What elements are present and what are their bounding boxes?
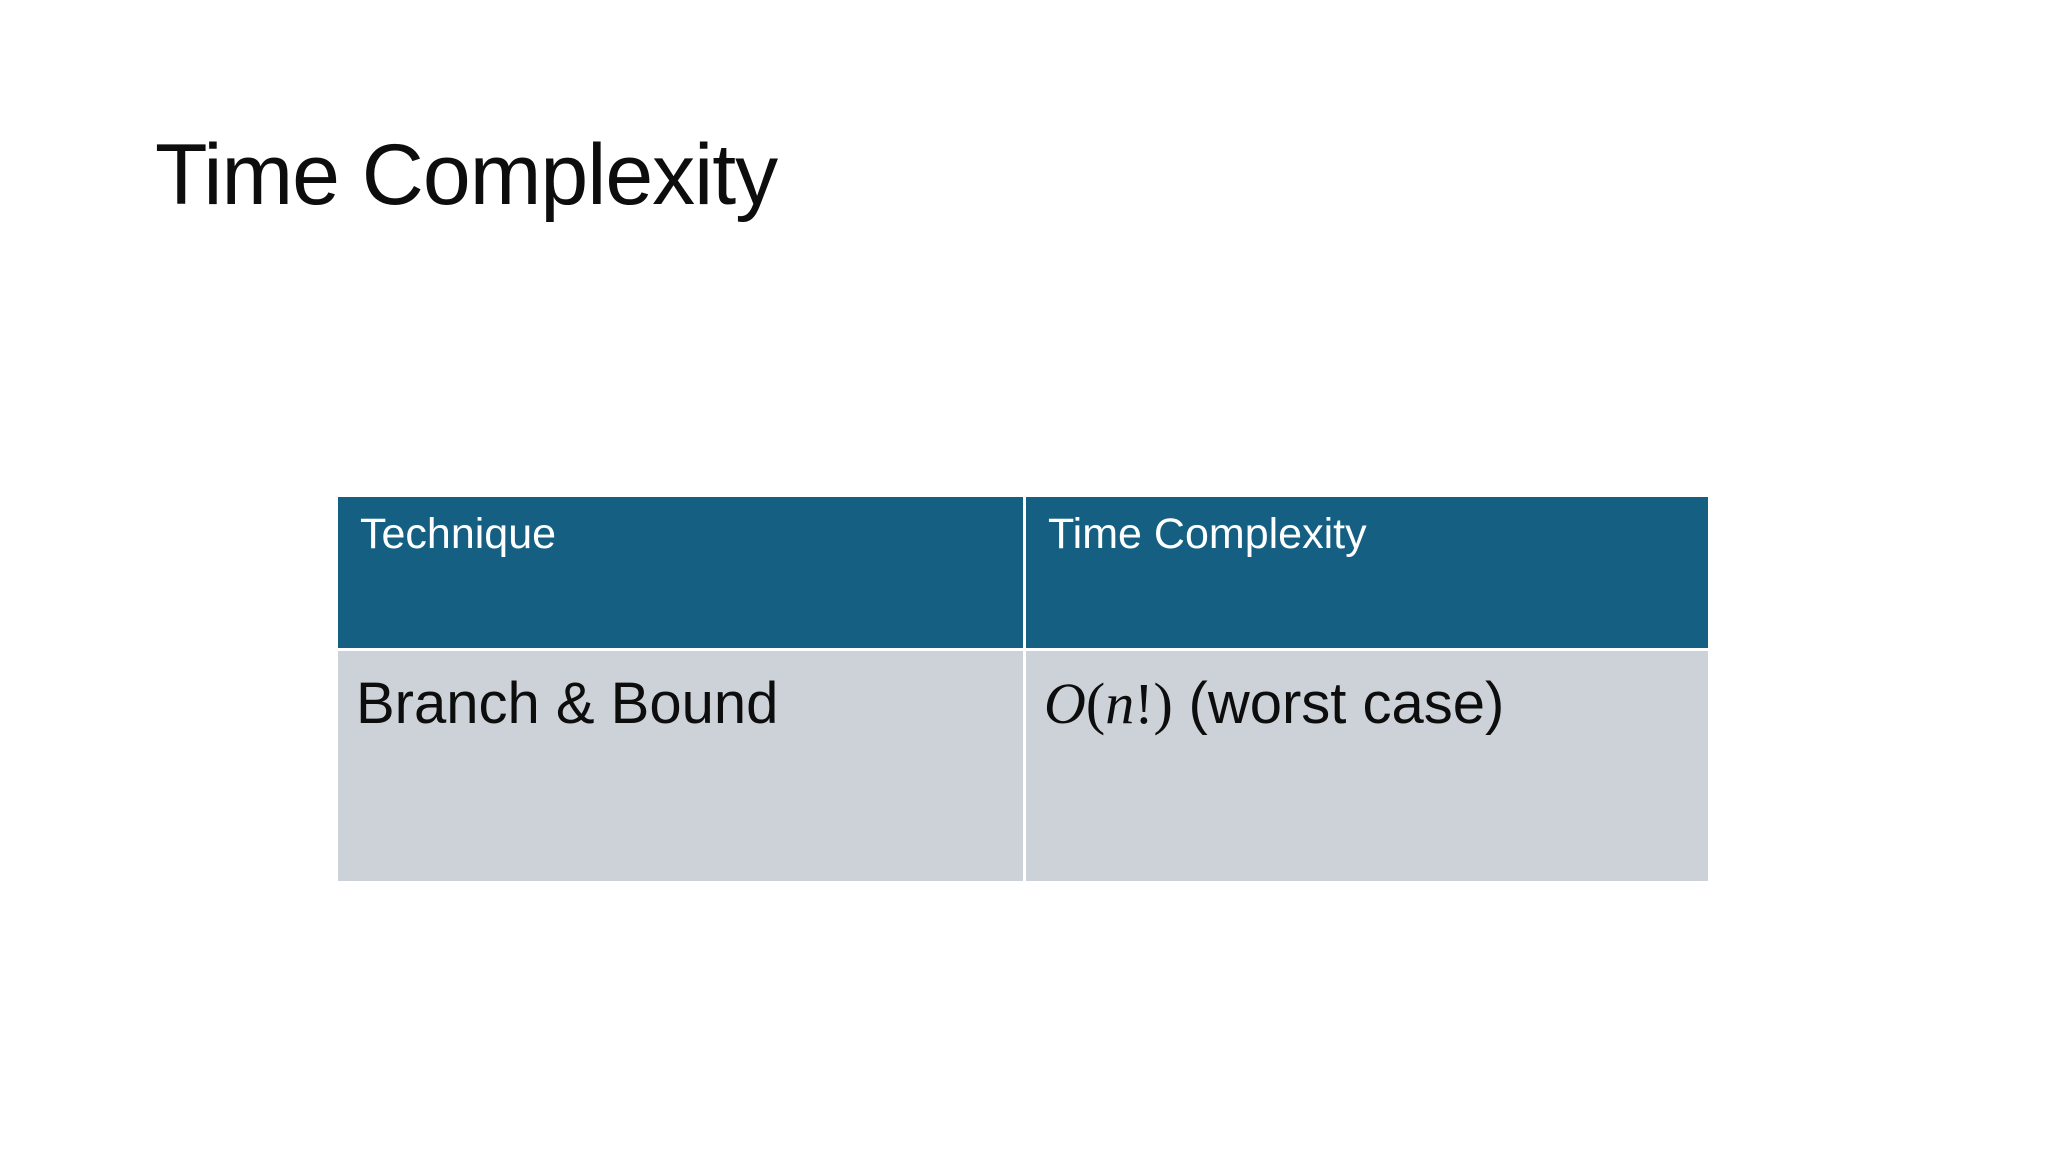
- table-header-time-complexity: Time Complexity: [1026, 497, 1708, 648]
- table-header-technique: Technique: [338, 497, 1023, 648]
- complexity-table: Technique Time Complexity Branch & Bound…: [338, 497, 1708, 881]
- n-variable: n: [1105, 671, 1135, 736]
- slide-title: Time Complexity: [155, 127, 778, 223]
- table-cell-complexity: O(n!)(worst case): [1026, 651, 1708, 881]
- open-paren: (: [1085, 671, 1106, 736]
- table-cell-technique: Branch & Bound: [338, 651, 1023, 881]
- factorial-close-paren: !): [1134, 671, 1173, 736]
- worst-case-note: (worst case): [1188, 671, 1505, 736]
- big-o-symbol: O: [1044, 671, 1086, 736]
